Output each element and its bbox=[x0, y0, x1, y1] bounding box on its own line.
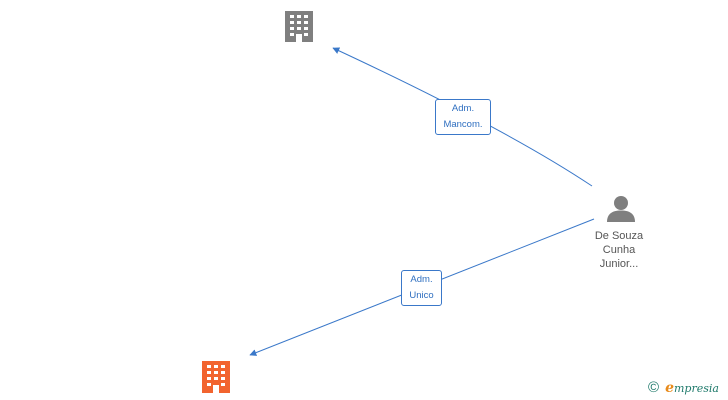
person-name-line: De Souza bbox=[594, 230, 644, 242]
brand-logo-rest: mpresia bbox=[673, 382, 719, 395]
building-icon[interactable] bbox=[202, 361, 230, 393]
brand-logo-initial: e bbox=[665, 380, 674, 396]
edge-label-line: Unico bbox=[409, 290, 434, 301]
edge-label-line: Mancom. bbox=[443, 119, 483, 130]
person-icon[interactable] bbox=[607, 196, 635, 222]
edge-label-adm-unico[interactable]: Adm. Unico bbox=[401, 270, 442, 306]
person-name-line: Cunha bbox=[602, 244, 636, 256]
edge-label-line: Adm. bbox=[410, 274, 433, 285]
edge-label-line: Adm. bbox=[451, 103, 475, 114]
brand-logo: empresia bbox=[665, 380, 719, 396]
person-name[interactable]: De Souza Cunha Junior... bbox=[579, 229, 659, 271]
person-name-line: Junior... bbox=[599, 258, 639, 270]
copyright-icon: © bbox=[648, 379, 660, 396]
building-icon[interactable] bbox=[285, 11, 313, 42]
edge-label-adm-mancom[interactable]: Adm. Mancom. bbox=[435, 99, 491, 135]
brand-footer: © empresia bbox=[648, 378, 719, 398]
